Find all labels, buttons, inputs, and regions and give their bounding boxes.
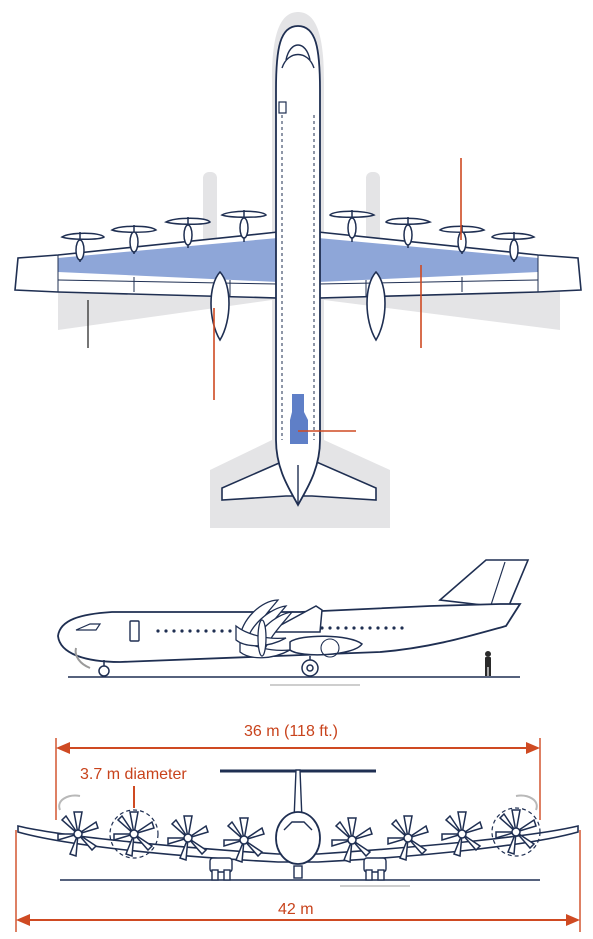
- propeller-front-5: [331, 817, 373, 864]
- side-nacelle-ring: [320, 638, 340, 658]
- top-view-callouts: [213, 158, 462, 432]
- nacelle-left: [210, 270, 230, 342]
- span-dimension-label: 42 m: [278, 901, 314, 918]
- top-view: [14, 12, 582, 528]
- top-view-propellers: [60, 210, 536, 262]
- propeller-top-l2: [110, 225, 158, 254]
- front-propellers: [57, 807, 541, 864]
- side-cockpit-window: [75, 623, 102, 631]
- side-landing-gear: [98, 656, 319, 677]
- length-dimension-label: 36 m (118 ft.): [244, 723, 338, 740]
- propeller-top-r4: [490, 232, 536, 262]
- winglet-ghost-left: [58, 794, 81, 811]
- side-nose-gear-door: [74, 647, 91, 669]
- front-view: [15, 738, 581, 932]
- propeller-top-r1: [328, 210, 376, 242]
- side-fuselage: [57, 603, 522, 663]
- propeller-front-6: [387, 815, 429, 862]
- side-propellers: [235, 599, 294, 659]
- side-windows-rear: [320, 626, 404, 630]
- side-fin-rudder: [489, 561, 506, 609]
- length-dimension: [55, 738, 541, 820]
- front-landing-gear: [209, 857, 387, 881]
- side-door: [129, 620, 140, 642]
- front-fuselage: [275, 811, 321, 865]
- propeller-top-r2: [384, 217, 433, 248]
- propeller-top-l3: [163, 217, 212, 248]
- side-view: [57, 559, 530, 686]
- propeller-front-4: [223, 817, 265, 864]
- propeller-top-l1: [60, 232, 106, 262]
- propeller-front-8: [491, 807, 541, 857]
- propeller-front-7: [441, 811, 483, 858]
- winglet-ghost-right: [515, 794, 538, 811]
- propeller-top-r3: [438, 225, 486, 254]
- propeller-diameter-label: 3.7 m diameter: [80, 766, 187, 783]
- propeller-front-3: [167, 815, 209, 862]
- propeller-front-1: [57, 811, 99, 858]
- cockpit-door: [278, 101, 287, 114]
- side-nacelle: [289, 635, 364, 656]
- fuel-tank-right: [318, 238, 538, 282]
- flap-lines: [57, 255, 539, 296]
- propeller-top-l4: [220, 210, 268, 242]
- person-silhouette: [485, 651, 491, 676]
- side-vertical-fin: [438, 559, 530, 609]
- propeller-front-2: [109, 809, 159, 859]
- nacelle-right: [366, 270, 386, 342]
- cockpit-windows: [281, 44, 315, 69]
- fuel-tank-left: [58, 238, 278, 282]
- span-dimension: [15, 830, 581, 932]
- front-cockpit-windows: [283, 821, 313, 831]
